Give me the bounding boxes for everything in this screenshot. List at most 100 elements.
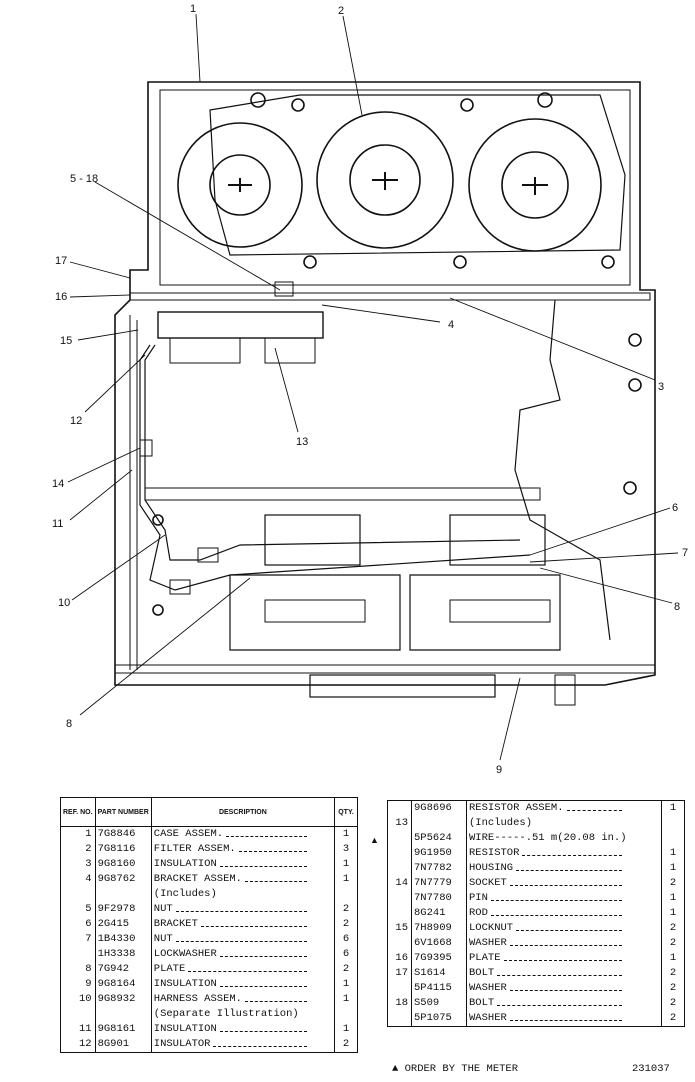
cell-qty: 6 — [334, 932, 358, 947]
part-description: BRACKET — [153, 918, 198, 930]
cell-qty: 1 — [334, 1022, 358, 1037]
callout-6: 6 — [672, 502, 678, 514]
cell-desc: NUT — [151, 902, 334, 917]
cell-desc: LOCKNUT — [467, 921, 662, 936]
cell-part: 5P5624 — [411, 831, 467, 846]
cell-part: 1B4330 — [95, 932, 152, 947]
header-ref: REF. NO. — [60, 797, 96, 827]
callout-4: 4 — [448, 319, 454, 331]
cell-desc: FILTER ASSEM. — [151, 842, 334, 857]
cell-part: 7G942 — [95, 962, 152, 977]
cell-ref: 2 — [60, 842, 96, 857]
part-description: CASE ASSEM. — [153, 828, 224, 840]
cell-desc: PLATE — [467, 951, 662, 966]
part-description: SOCKET — [469, 877, 507, 889]
cell-desc: BOLT — [467, 996, 662, 1011]
cell-part: 6V1668 — [411, 936, 467, 951]
cell-ref — [60, 1007, 96, 1022]
cell-desc: WASHER — [467, 981, 662, 996]
cell-qty: 2 — [661, 996, 685, 1011]
cell-ref — [388, 936, 412, 951]
cell-part: 9G8164 — [95, 977, 152, 992]
cell-ref: 1 — [60, 826, 96, 842]
resistor-housing — [157, 311, 324, 339]
cell-qty: 2 — [334, 1037, 358, 1053]
cell-part: 5P4115 — [411, 981, 467, 996]
cell-ref — [388, 891, 412, 906]
table-row: (Includes) — [60, 887, 358, 902]
cell-qty — [661, 816, 685, 831]
part-description: PIN — [469, 892, 488, 904]
cell-desc: INSULATOR — [151, 1037, 334, 1053]
cell-part: 2G415 — [95, 917, 152, 932]
cell-ref — [388, 981, 412, 996]
cell-qty: 2 — [661, 1011, 685, 1027]
filter-2 — [316, 111, 454, 249]
cell-part: 7N7780 — [411, 891, 467, 906]
illustration-code: 231037 — [632, 1063, 670, 1075]
cell-part: S509 — [411, 996, 467, 1011]
cell-desc: HARNESS ASSEM. — [151, 992, 334, 1007]
part-description: ROD — [469, 907, 488, 919]
cell-desc: WASHER — [467, 1011, 662, 1027]
callout-14: 14 — [52, 478, 64, 490]
cell-desc: RESISTOR ASSEM. — [467, 801, 662, 817]
filter-3 — [468, 118, 602, 252]
callout-2: 2 — [338, 5, 344, 17]
part-description: PLATE — [469, 952, 501, 964]
order-by-meter-marker: ▲ — [370, 835, 379, 845]
cell-qty: 1 — [661, 951, 685, 966]
cell-ref — [60, 887, 96, 902]
part-description: (Includes) — [469, 817, 533, 829]
callout-17: 17 — [55, 255, 67, 267]
cell-qty — [334, 1007, 358, 1022]
cell-part: 7G9395 — [411, 951, 467, 966]
cell-desc: INSULATION — [151, 857, 334, 872]
part-description: LOCKNUT — [469, 922, 514, 934]
cell-ref — [388, 861, 412, 876]
cell-part: 7N7779 — [411, 876, 467, 891]
part-description: BRACKET ASSEM. — [153, 873, 242, 885]
cell-ref: 16 — [395, 952, 408, 964]
cell-qty: 3 — [334, 842, 358, 857]
cell-qty: 1 — [661, 800, 685, 816]
cell-part: 9G8696 — [411, 800, 467, 816]
cell-part: 9G1950 — [411, 846, 467, 861]
part-description: INSULATION — [153, 1023, 217, 1035]
cell-qty: 1 — [661, 846, 685, 861]
cell-part: 9G8161 — [95, 1022, 152, 1037]
part-description: BOLT — [469, 997, 495, 1009]
cell-qty: 2 — [661, 921, 685, 936]
cell-desc: CASE ASSEM. — [151, 827, 334, 843]
cell-desc: ROD — [467, 906, 662, 921]
part-description: WASHER — [469, 937, 507, 949]
cell-ref — [60, 947, 96, 962]
part-description: RESISTOR ASSEM. — [469, 802, 564, 814]
case-outline — [114, 81, 656, 686]
callout-16: 16 — [55, 291, 67, 303]
callout-1: 1 — [190, 3, 196, 15]
cell-qty: 6 — [334, 947, 358, 962]
part-description: LOCKWASHER — [153, 948, 217, 960]
part-description: NUT — [153, 933, 173, 945]
cell-desc: NUT — [151, 932, 334, 947]
cell-part: S1614 — [411, 966, 467, 981]
part-description: INSULATION — [153, 978, 217, 990]
part-description: NUT — [153, 903, 173, 915]
header-part: PART NUMBER — [95, 797, 152, 827]
